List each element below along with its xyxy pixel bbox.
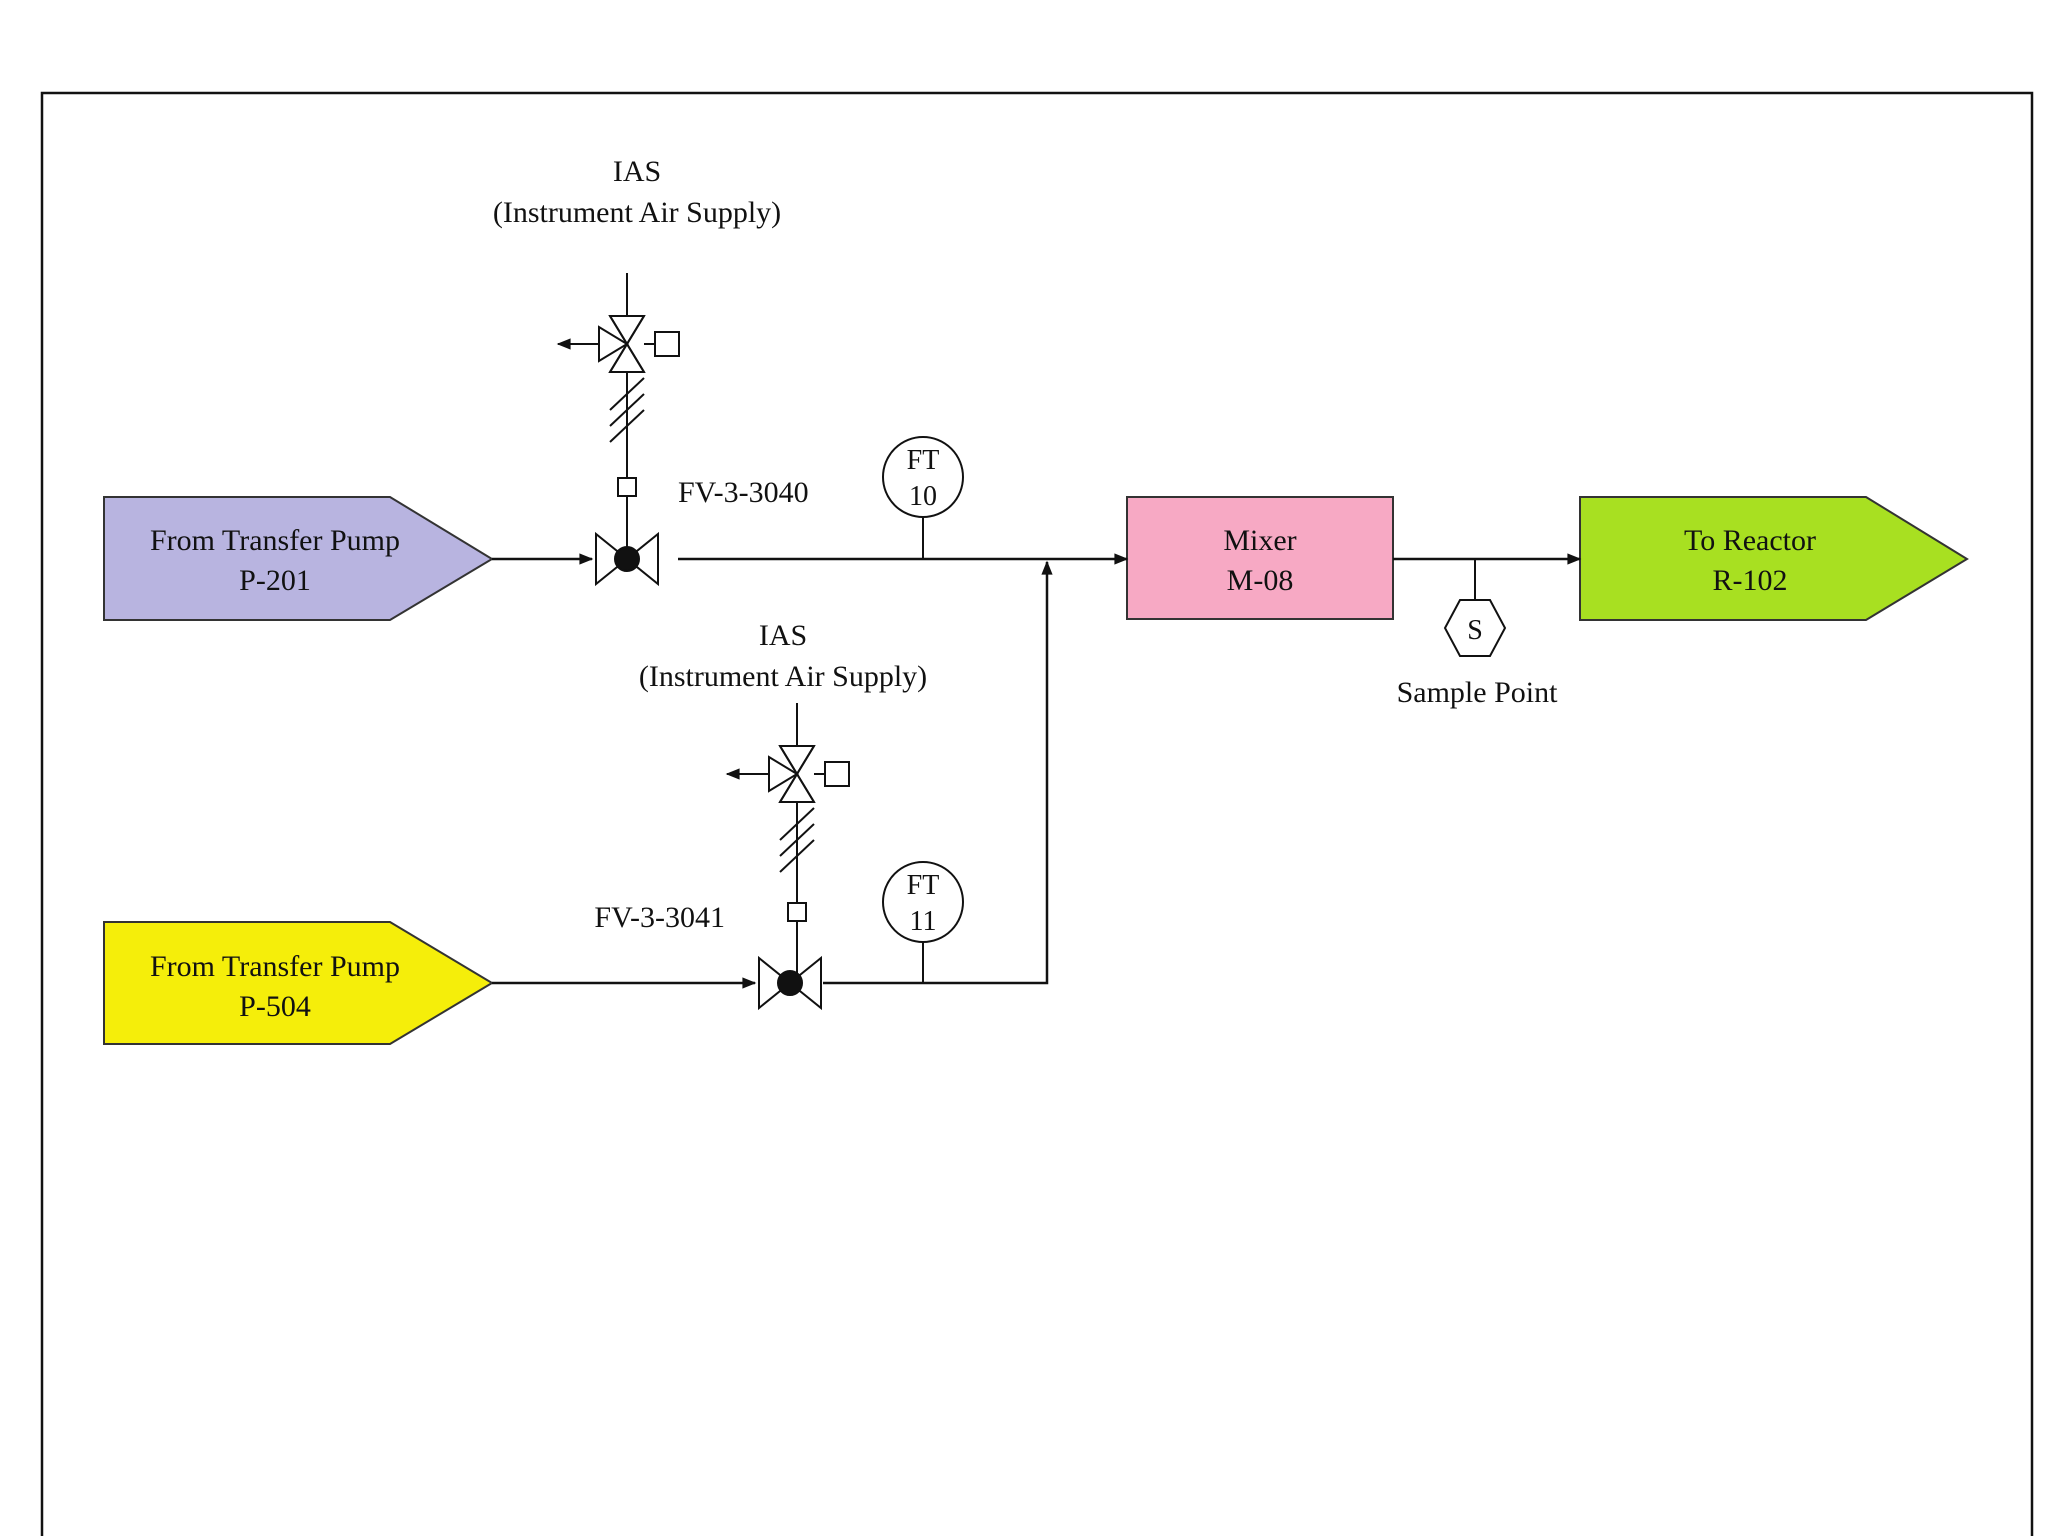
source-pump-p504: From Transfer Pump P-504 — [103, 921, 494, 1045]
source-pump-p504-shape — [103, 921, 494, 1045]
positioner-1 — [617, 477, 637, 497]
signal-line-2-hash-c — [779, 839, 815, 873]
destination-tag: R-102 — [1713, 564, 1788, 597]
signal-line-1-hash-b — [609, 393, 645, 427]
source-pump-p201-tag: P-201 — [239, 564, 311, 597]
positioner-2 — [787, 902, 807, 922]
sample-symbol: S — [1467, 615, 1483, 646]
valve-actuator-dot-2 — [777, 970, 803, 996]
ft11-letters: FT — [907, 870, 940, 901]
mixer-tag: M-08 — [1227, 564, 1294, 597]
destination-reactor-r102: To Reactor R-102 — [1579, 496, 1969, 621]
ft10-number: 10 — [909, 481, 937, 512]
ft11-bubble — [882, 861, 964, 943]
mixer-label: Mixer — [1223, 524, 1296, 557]
solenoid-valve-2-cross-b — [779, 745, 815, 803]
signal-line-2-hash-a — [779, 807, 815, 841]
solenoid-coil-1 — [654, 331, 680, 357]
signal-line-1-hash-c — [609, 409, 645, 443]
drawing-frame — [40, 91, 2034, 1536]
valve-actuator-dot-1 — [614, 546, 640, 572]
source-pump-p504-label: From Transfer Pump — [150, 950, 400, 983]
mixer-box — [1126, 496, 1394, 620]
source-pump-p201: From Transfer Pump P-201 — [103, 496, 494, 621]
ft10-bubble — [882, 436, 964, 518]
control-valve-fv-3-3041 — [725, 703, 850, 1011]
flow-transmitter-ft11: FT 11 — [882, 861, 964, 983]
source-pump-p504-tag: P-504 — [239, 990, 311, 1023]
solenoid-coil-2 — [824, 761, 850, 787]
ft10-letters: FT — [907, 445, 940, 476]
flow-transmitter-ft10: FT 10 — [882, 436, 964, 559]
signal-line-2-hash-b — [779, 823, 815, 857]
source-pump-p201-label: From Transfer Pump — [150, 524, 400, 557]
process-line-valve2-to-header — [823, 560, 1053, 985]
sample-hexagon — [1443, 599, 1507, 657]
valve-body-2-left — [758, 955, 792, 1011]
control-valve-fv-3-3040 — [556, 273, 680, 587]
mixer-m08: Mixer M-08 — [1126, 496, 1394, 620]
ias-description-1: (Instrument Air Supply) — [493, 196, 781, 229]
ias-description-2: (Instrument Air Supply) — [639, 660, 927, 693]
signal-line-1-hash-a — [609, 377, 645, 411]
valve-body-1-left — [595, 531, 629, 587]
ias-label-1: IAS — [613, 155, 661, 188]
valve-body-1-right — [625, 531, 659, 587]
sample-point-label: Sample Point — [1397, 676, 1559, 709]
valve-tag-fv-3-3040: FV-3-3040 — [678, 476, 809, 509]
valve-body-2-right — [788, 955, 822, 1011]
destination-shape — [1579, 496, 1969, 621]
ias-label-2: IAS — [759, 619, 807, 652]
sample-point: S Sample Point — [1397, 559, 1559, 709]
source-pump-p201-shape — [103, 496, 494, 621]
solenoid-valve-1-cross-b — [609, 315, 645, 373]
valve-tag-fv-3-3041: FV-3-3041 — [594, 901, 725, 934]
ft11-number: 11 — [910, 906, 937, 937]
destination-label: To Reactor — [1684, 524, 1816, 557]
